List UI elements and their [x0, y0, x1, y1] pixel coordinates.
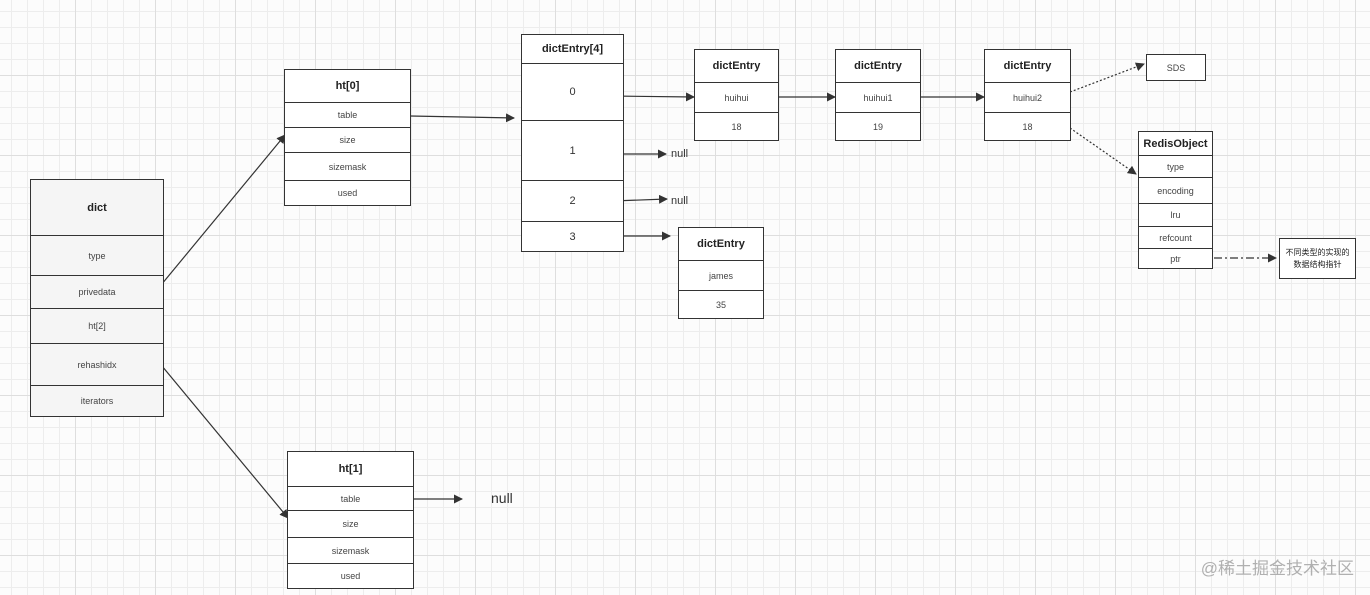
dict-entry-key: huihui2: [985, 82, 1070, 112]
ht1-table-null-label: null: [491, 490, 513, 506]
dict-entry-huihui2: dictEntry huihui2 18: [984, 49, 1071, 141]
dict-field-rehashidx: rehashidx: [31, 343, 163, 385]
slot0-arrow: [609, 92, 695, 102]
bucket-slot-0: 0: [522, 63, 623, 120]
dict-entry-value: 19: [836, 112, 920, 140]
dict-field-privedata: privedata: [31, 275, 163, 308]
bucket-slot-3-label: 3: [569, 230, 576, 243]
bucket-slot-0-label: 0: [569, 86, 576, 98]
dict-entry-huihui1: dictEntry huihui1 19: [835, 49, 921, 141]
sds-box: SDS: [1146, 54, 1206, 81]
ht0-field-used: used: [285, 180, 410, 205]
redis-object-field-type: type: [1139, 155, 1212, 177]
dict-entry-key: james: [679, 260, 763, 290]
dict-entry-value: 18: [985, 112, 1070, 140]
ht1-field-used: used: [288, 563, 413, 588]
ht0-table-arrow: [409, 113, 515, 123]
ht1-field-table: table: [288, 486, 413, 510]
redis-object-field-encoding: encoding: [1139, 177, 1212, 203]
dict-entry-james: dictEntry james 35: [678, 227, 764, 319]
bucket-slot-3: 3: [522, 221, 623, 251]
watermark: @稀土掘金技术社区: [1200, 559, 1354, 578]
key-to-sds-arrow: [1069, 62, 1145, 93]
bucket-array: dictEntry[4] 0 1 2 3: [521, 34, 624, 252]
dict-entry-title: dictEntry: [697, 238, 745, 250]
ht1-struct: ht[1] table size sizemask used: [287, 451, 414, 589]
sds-label: SDS: [1166, 62, 1186, 73]
dict-field-ht: ht[2]: [31, 308, 163, 343]
dict-entry-value: 18: [695, 112, 778, 140]
bucket-slot-2: 2: [522, 180, 623, 221]
bucket-slot-1: 1: [522, 120, 623, 180]
slot1-null-label: null: [671, 148, 689, 160]
value-to-redisobject-arrow: [1069, 127, 1137, 175]
dict-entry-key: huihui: [695, 82, 778, 112]
ht1-title: ht[1]: [338, 463, 363, 475]
dict-title: dict: [87, 201, 107, 214]
redis-object-title: RedisObject: [1143, 137, 1208, 150]
redis-object-field-refcount: refcount: [1139, 226, 1212, 248]
dict-entry-title: dictEntry: [712, 60, 761, 72]
redis-object-struct: RedisObject type encoding lru refcount p…: [1138, 131, 1213, 269]
ht1-field-size: size: [288, 510, 413, 537]
dict-entry-huihui: dictEntry huihui 18: [694, 49, 779, 141]
dict-entry-value: 35: [679, 290, 763, 318]
dict-field-iterators: iterators: [31, 385, 163, 416]
ptr-note-line1: 不同类型的实现的: [1285, 247, 1350, 257]
ht0-struct: ht[0] table size sizemask used: [284, 69, 411, 206]
slot2-null-label: null: [671, 195, 689, 207]
bucket-slot-1-label: 1: [569, 144, 576, 157]
ht0-field-size: size: [285, 127, 410, 152]
dict-entry-title: dictEntry: [1003, 60, 1052, 72]
ht0-field-table: table: [285, 102, 410, 127]
ht0-title: ht[0]: [335, 80, 360, 92]
ptr-note-line2: 数据结构指针: [1293, 259, 1342, 269]
dict-field-type: type: [31, 235, 163, 275]
bucket-slot-2-label: 2: [569, 195, 576, 207]
ptr-note-box: 不同类型的实现的 数据结构指针: [1279, 238, 1356, 279]
dict-entry-key: huihui1: [836, 82, 920, 112]
bucket-array-title: dictEntry[4]: [541, 43, 604, 55]
redis-object-field-ptr: ptr: [1139, 248, 1212, 268]
dict-struct: dict type privedata ht[2] rehashidx iter…: [30, 179, 164, 417]
dict-entry-title: dictEntry: [854, 60, 902, 72]
ht1-field-sizemask: sizemask: [288, 537, 413, 563]
ht0-field-sizemask: sizemask: [285, 152, 410, 180]
redis-object-field-lru: lru: [1139, 203, 1212, 226]
